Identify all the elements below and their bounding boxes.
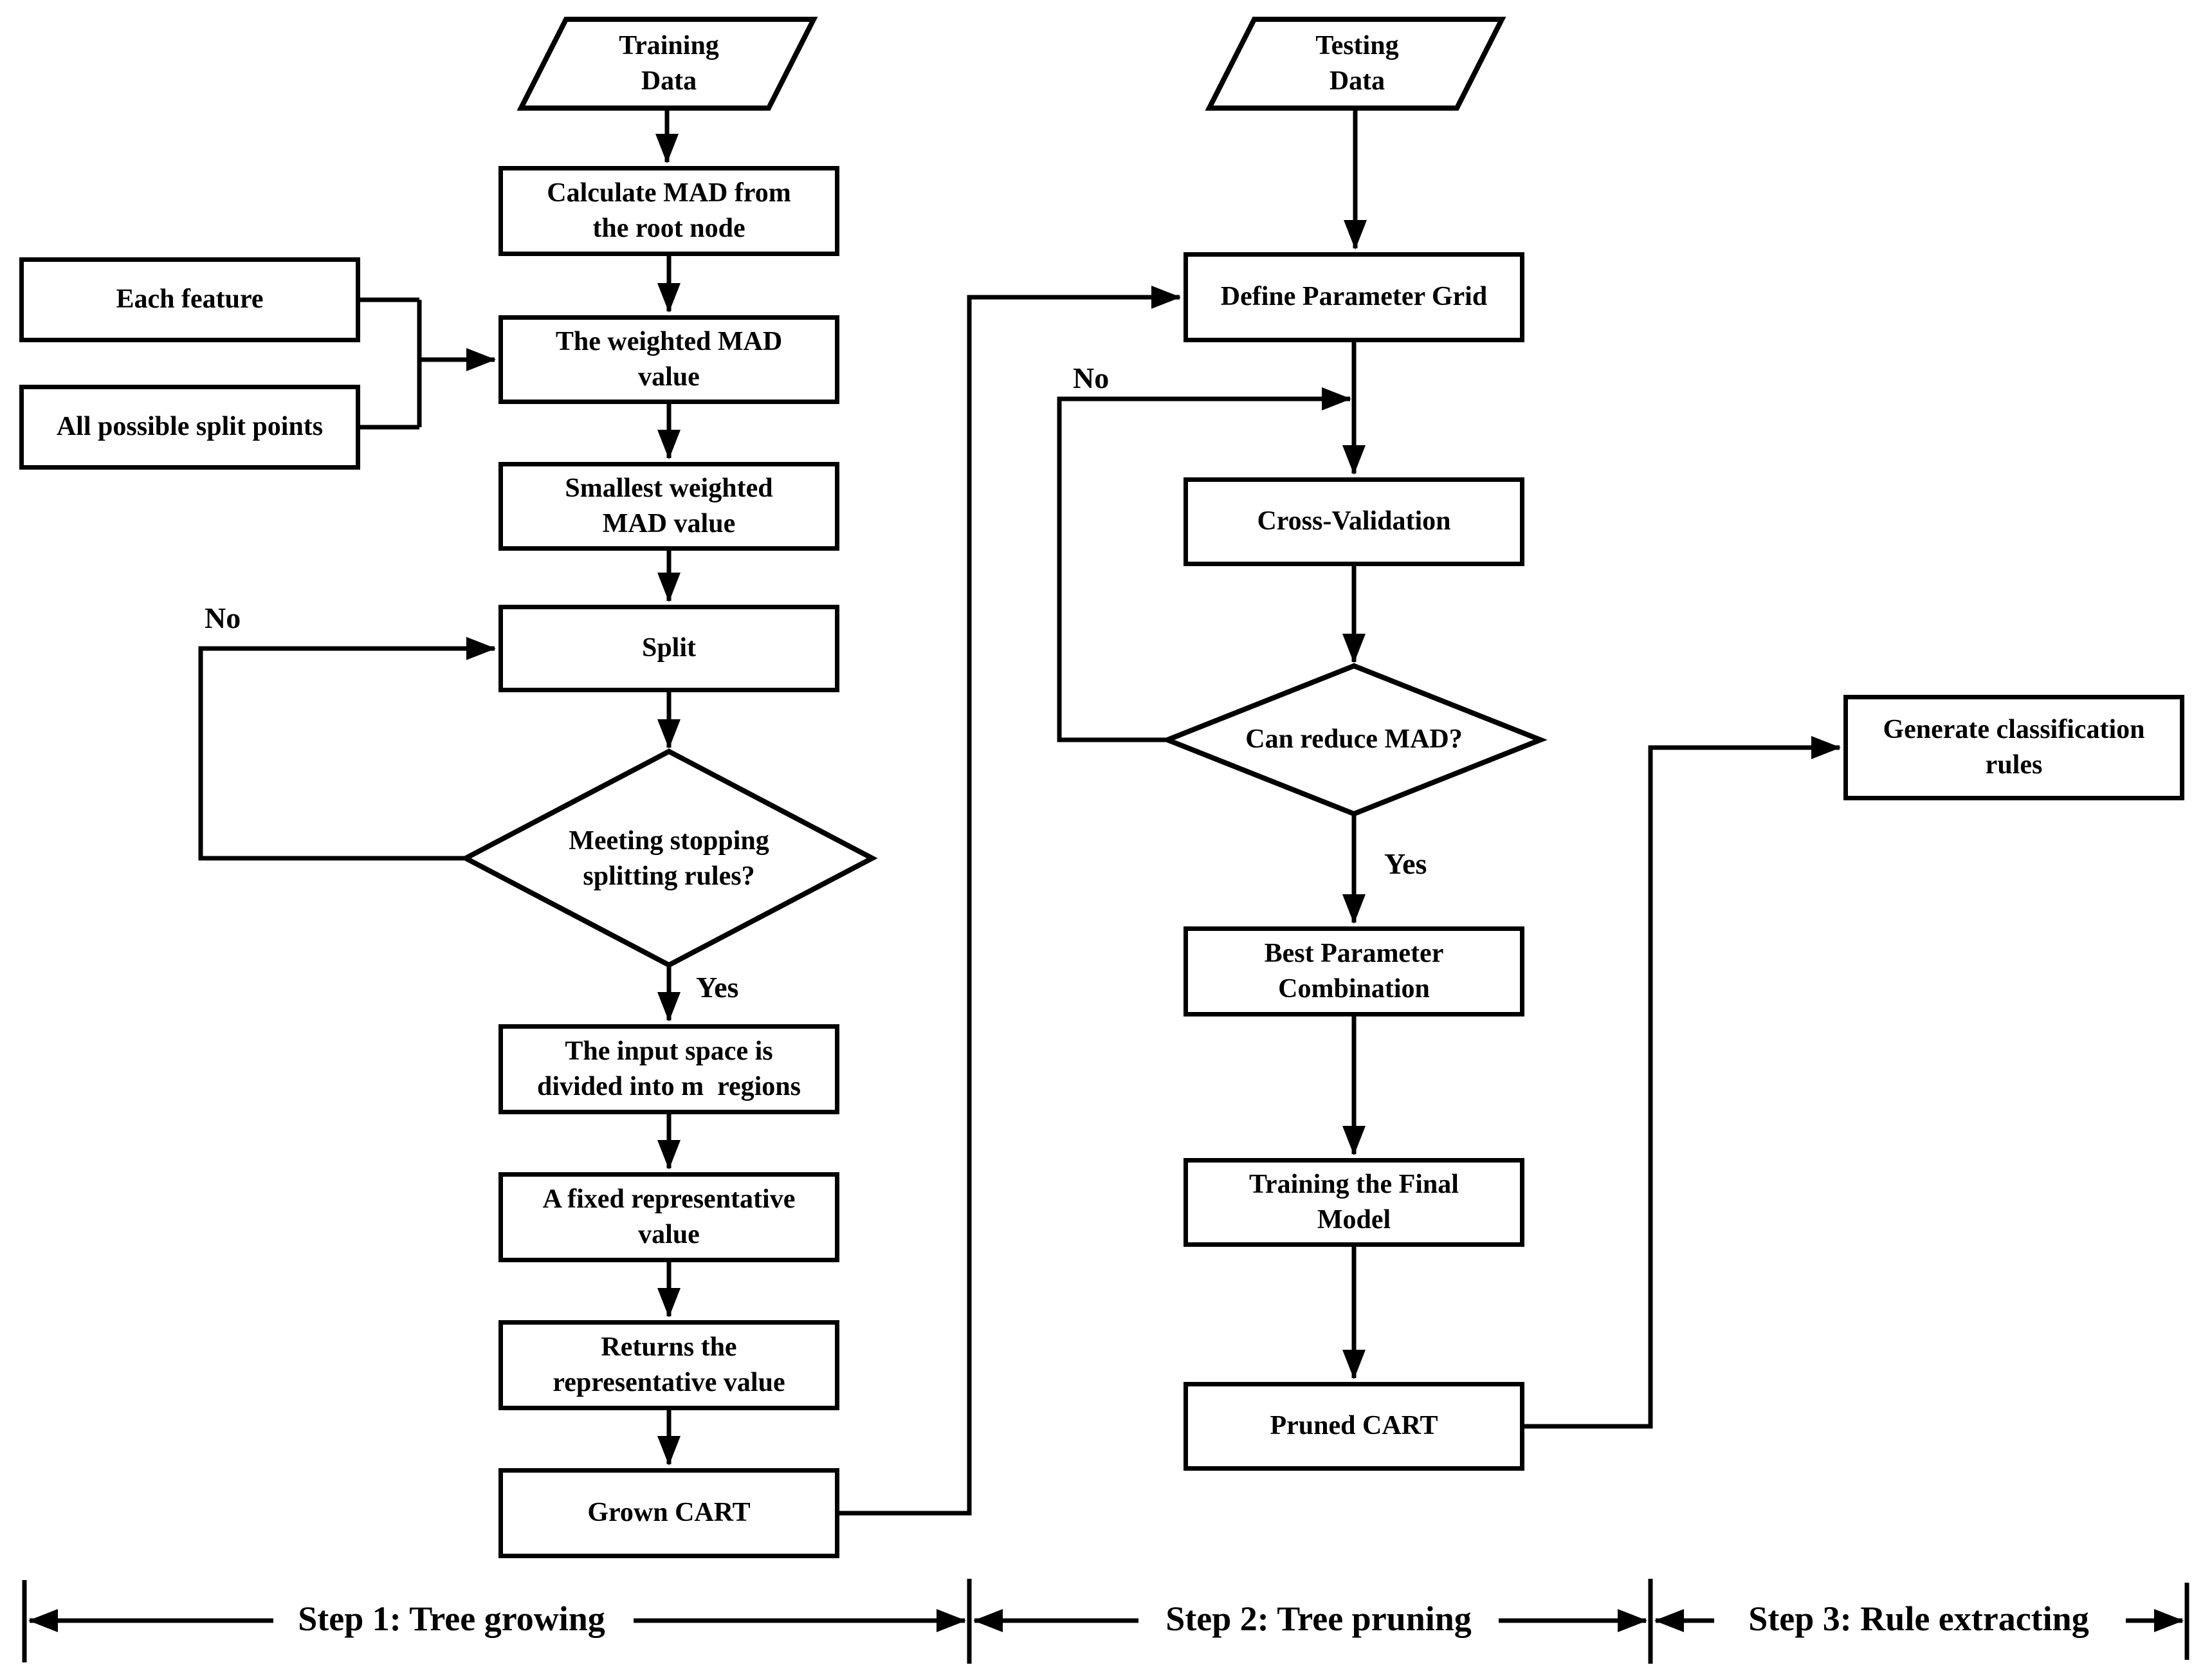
node-fixed-representative-value: A fixed representative value — [498, 1172, 839, 1262]
node-define-parameter-grid: Define Parameter Grid — [1184, 252, 1524, 342]
node-can-reduce-mad: Can reduce MAD? — [1245, 724, 1463, 755]
node-cross-validation: Cross-Validation — [1184, 477, 1524, 566]
training-data-parallelogram — [516, 17, 818, 111]
edge-label-no-grow: No — [205, 602, 241, 634]
testing-data-parallelogram — [1205, 17, 1506, 111]
edge-growncart-to-definegrid — [839, 286, 1181, 1516]
node-testing-data: Testing Data — [1315, 30, 1399, 96]
edge-prunedcart-to-generaterules — [1524, 736, 1841, 1429]
node-meeting-stopping-rules: Meeting stopping splitting rules? — [569, 825, 769, 891]
step2-label: Step 2: Tree pruning — [1165, 1599, 1472, 1638]
edge-no-loop-grow — [198, 637, 496, 861]
node-training-data: Training Data — [619, 30, 719, 96]
node-split: Split — [498, 605, 839, 692]
node-calculate-mad: Calculate MAD from the root node — [498, 166, 839, 256]
node-generate-classification-rules: Generate classification rules — [1843, 695, 2184, 800]
edge-no-loop-prune — [1057, 387, 1351, 742]
node-best-parameter-combination: Best Parameter Combination — [1184, 926, 1524, 1016]
node-returns-representative-value: Returns the representative value — [498, 1320, 839, 1410]
step3-label: Step 3: Rule extracting — [1748, 1599, 2089, 1638]
node-training-final-model: Training the Final Model — [1184, 1158, 1524, 1247]
node-grown-cart: Grown CART — [498, 1468, 839, 1558]
node-all-possible-split-points: All possible split points — [19, 385, 360, 470]
edge-label-no-prune: No — [1073, 362, 1110, 394]
node-each-feature: Each feature — [19, 257, 360, 342]
node-smallest-weighted-mad: Smallest weighted MAD value — [498, 462, 839, 551]
node-input-space-divided: The input space is divided into m region… — [498, 1024, 839, 1114]
edge-label-yes-grow: Yes — [696, 971, 739, 1004]
node-pruned-cart: Pruned CART — [1184, 1382, 1524, 1471]
node-weighted-mad-value: The weighted MAD value — [498, 315, 839, 404]
edge-label-yes-prune: Yes — [1384, 847, 1427, 880]
step1-label: Step 1: Tree growing — [298, 1599, 605, 1638]
